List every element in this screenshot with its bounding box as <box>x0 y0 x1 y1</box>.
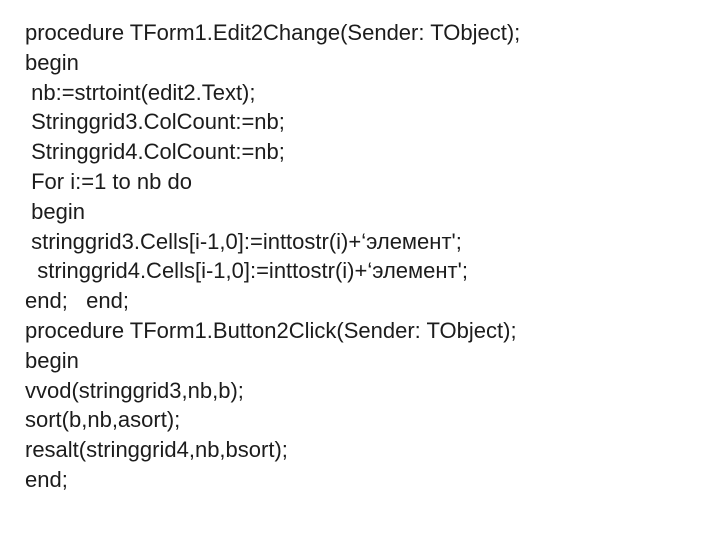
code-line: For i:=1 to nb do <box>25 168 192 194</box>
code-line: begin <box>25 198 85 224</box>
code-block: procedure TForm1.Edit2Change(Sender: TOb… <box>25 18 710 495</box>
code-line: nb:=strtoint(edit2.Text); <box>25 79 256 105</box>
code-line: begin <box>25 49 79 75</box>
code-line: Stringgrid3.ColCount:=nb; <box>25 109 285 135</box>
code-line: procedure TForm1.Edit2Change(Sender: TOb… <box>25 20 521 45</box>
code-line: begin <box>25 347 79 373</box>
code-line: Stringgrid4.ColCount:=nb; <box>25 139 285 165</box>
code-line: resalt(stringgrid4,nb,bsort); <box>25 437 288 463</box>
code-line: stringgrid4.Cells[i-1,0]:=inttostr(i)+‘э… <box>25 258 468 284</box>
code-line: end; <box>25 466 68 492</box>
code-line: procedure TForm1.Button2Click(Sender: TO… <box>25 317 517 343</box>
code-line: vvod(stringgrid3,nb,b); <box>25 377 244 403</box>
code-line: end; end; <box>25 288 129 314</box>
code-line: sort(b,nb,asort); <box>25 407 181 433</box>
code-line: stringgrid3.Cells[i-1,0]:=inttostr(i)+‘э… <box>25 228 462 254</box>
